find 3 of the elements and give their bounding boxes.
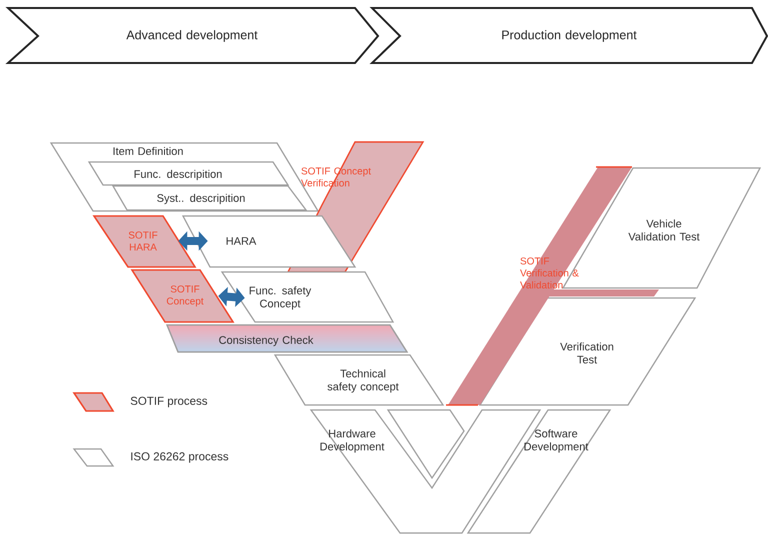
- consistency-band: Consistency Check: [166, 324, 408, 353]
- legend-label: ISO 26262 process: [131, 452, 228, 463]
- legend-label: SOTIF process: [130, 396, 208, 408]
